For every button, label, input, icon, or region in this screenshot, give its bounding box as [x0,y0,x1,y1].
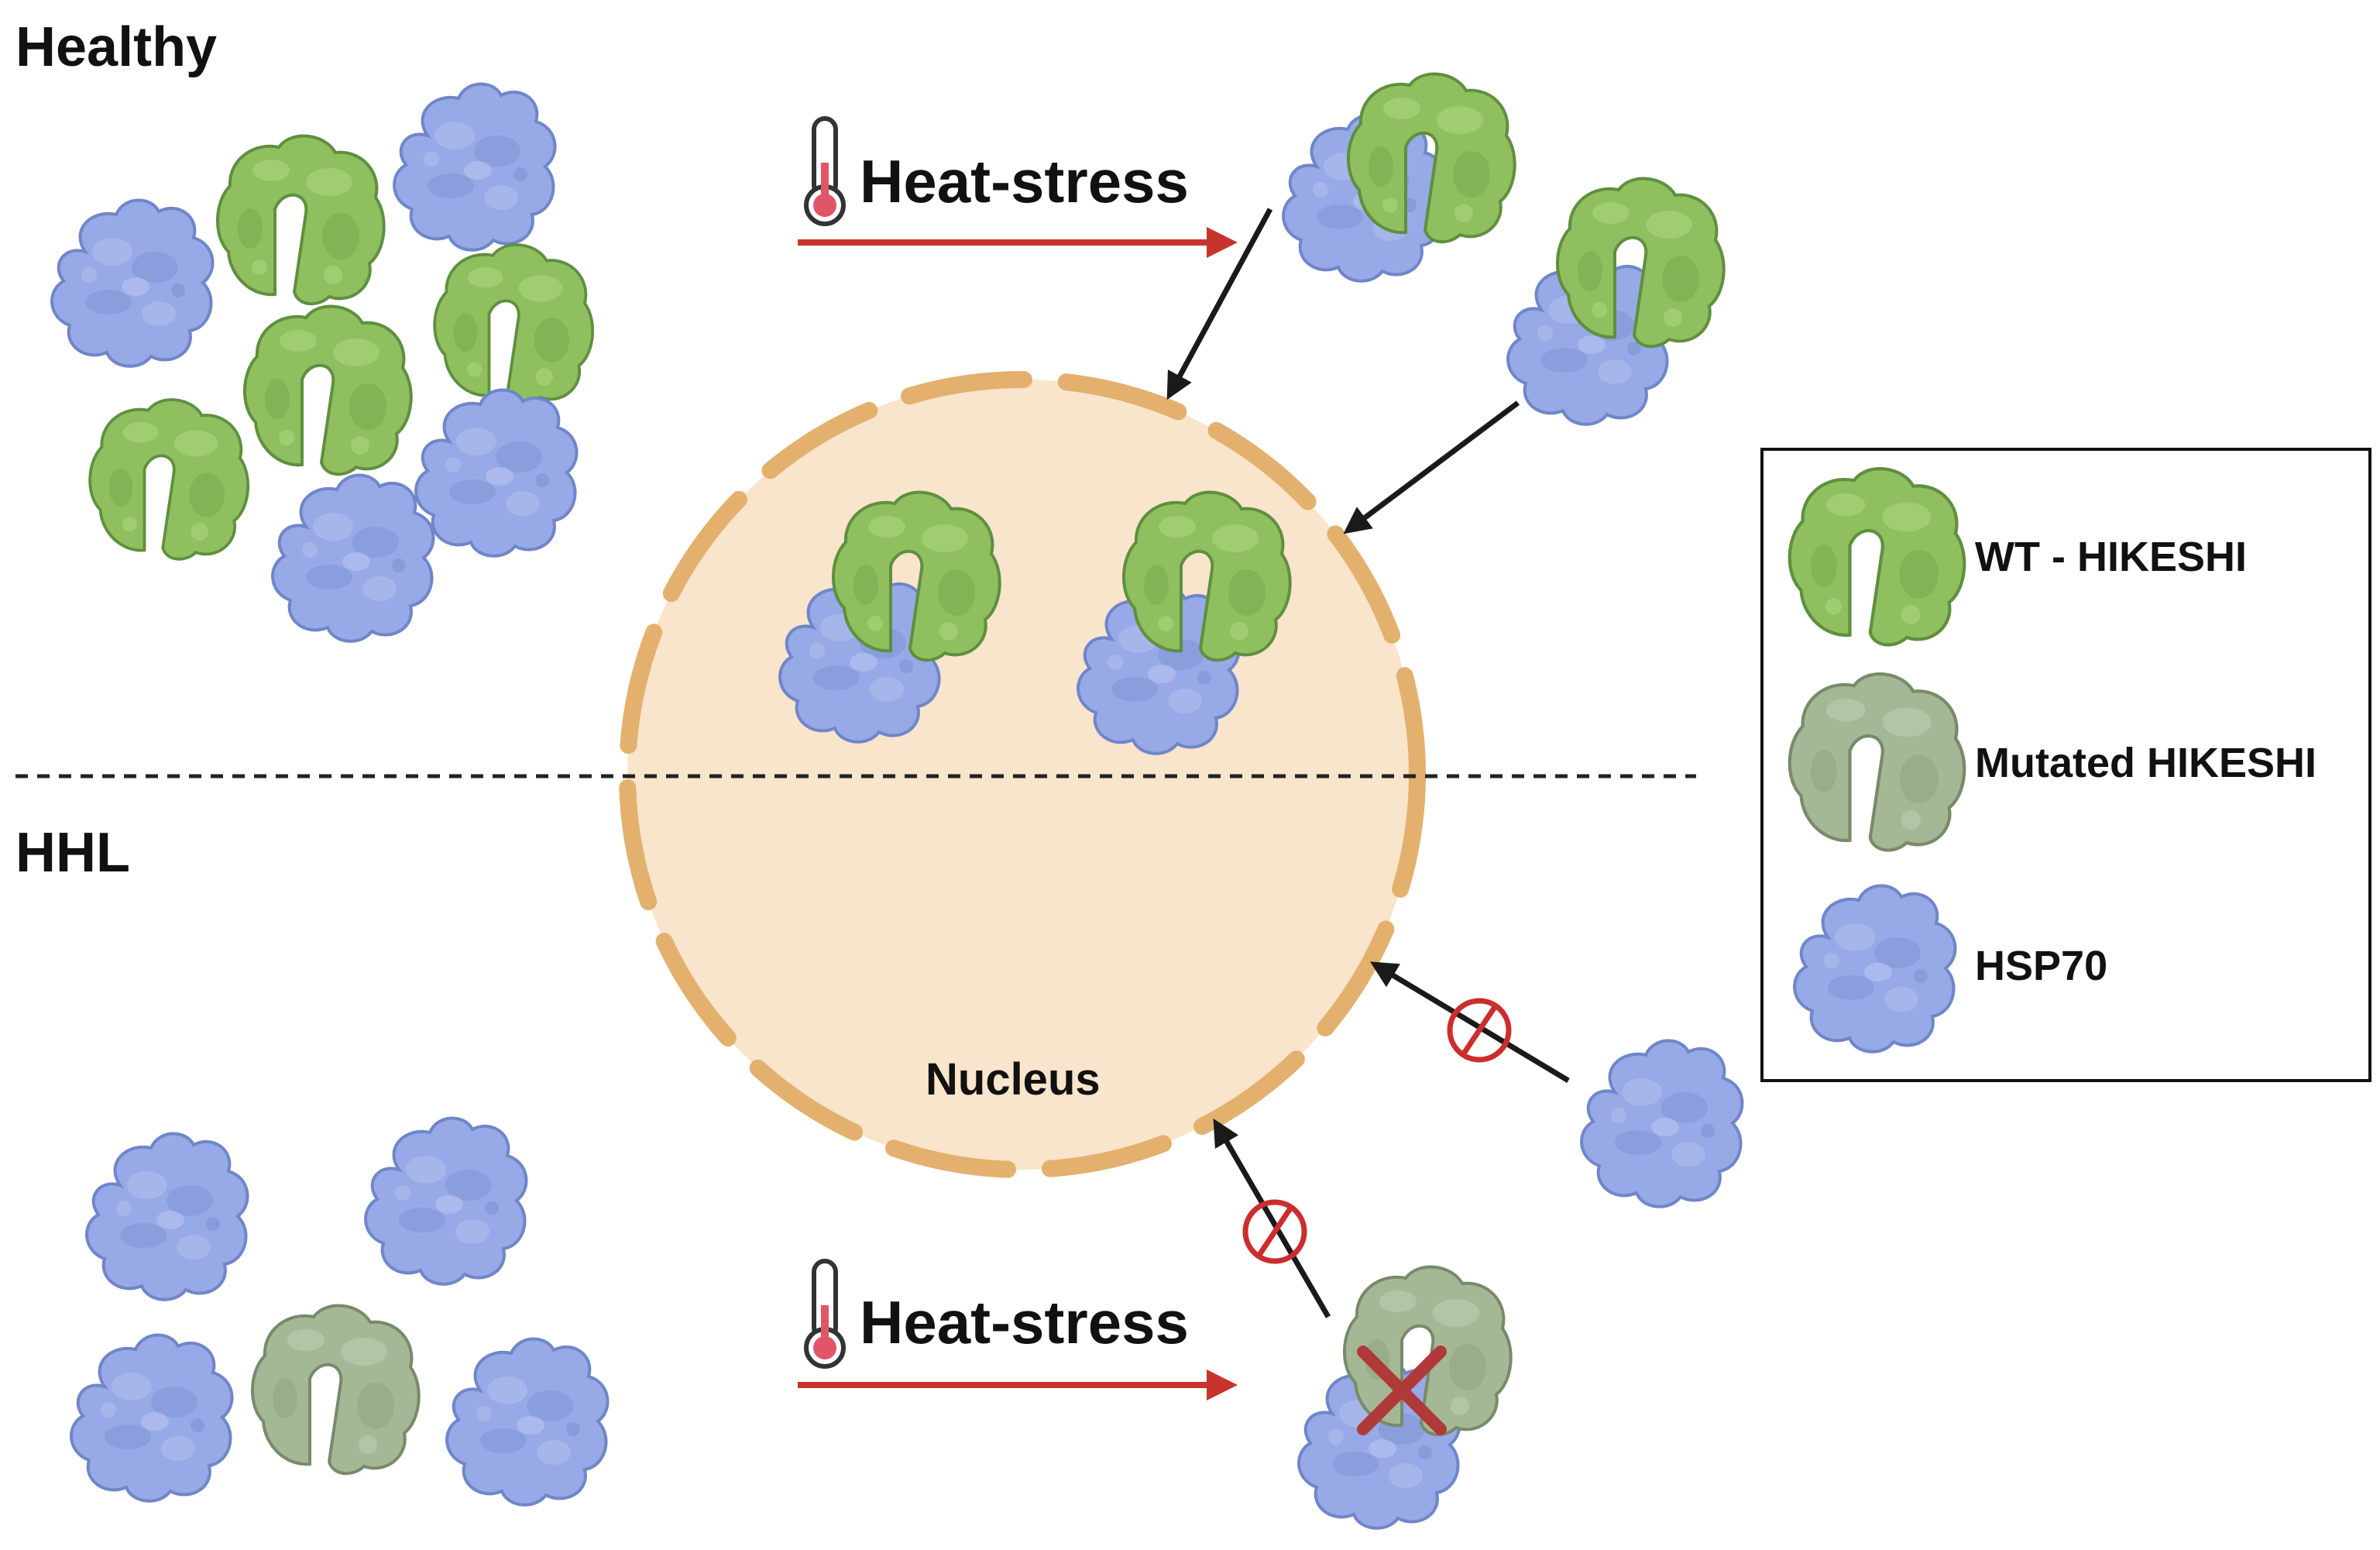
thermometer-icon [806,119,843,224]
hsp70-hikeshi-complex [1506,177,1726,426]
legend-label-hsp70: HSP70 [1975,943,2108,989]
hikeshi-icon [88,398,250,561]
hsp70-icon [70,1333,234,1503]
nuclear-import-arrow [1343,400,1520,534]
mutated-hikeshi-icon [250,1304,421,1476]
hsp70-icon [271,473,435,643]
hsp70-icon [50,198,215,368]
hsp70-icon [1580,1039,1744,1208]
hsp70-icon [445,1337,610,1507]
heat-stress-label-top: Heat-stress [860,147,1189,215]
hikeshi-icon [433,243,595,406]
hikeshi-icon [215,134,386,306]
hhl-protein-cluster [70,1116,610,1507]
cross-icon [1357,1346,1447,1435]
legend-label-mutated-hikeshi: Mutated HIKESHI [1975,740,2317,786]
nuclear-envelope [619,371,1426,1178]
healthy-protein-cluster [50,82,595,643]
healthy-label: Healthy [15,16,218,78]
hsp70-icon [364,1116,528,1286]
hsp70-hikeshi-complex [1282,72,1516,283]
hikeshi-icon [1555,177,1726,349]
hhl-label: HHL [15,822,130,884]
blocked-icon [1245,1202,1304,1261]
hsp70-icon [393,82,557,252]
legend [1760,448,2371,1082]
legend-label-wt-hikeshi: WT - HIKESHI [1975,534,2247,580]
blocked-icon [1450,1001,1509,1060]
nuclear-import-arrow [1166,208,1273,400]
hsp70-icon [85,1132,249,1301]
heat-stress-label-bottom: Heat-stress [860,1288,1189,1356]
hsp70-icon [414,388,579,558]
defective-complex [1297,1265,1513,1530]
thermometer-icon [806,1261,843,1366]
hikeshi-icon [242,304,413,476]
nucleus-label: Nucleus [926,1054,1101,1105]
